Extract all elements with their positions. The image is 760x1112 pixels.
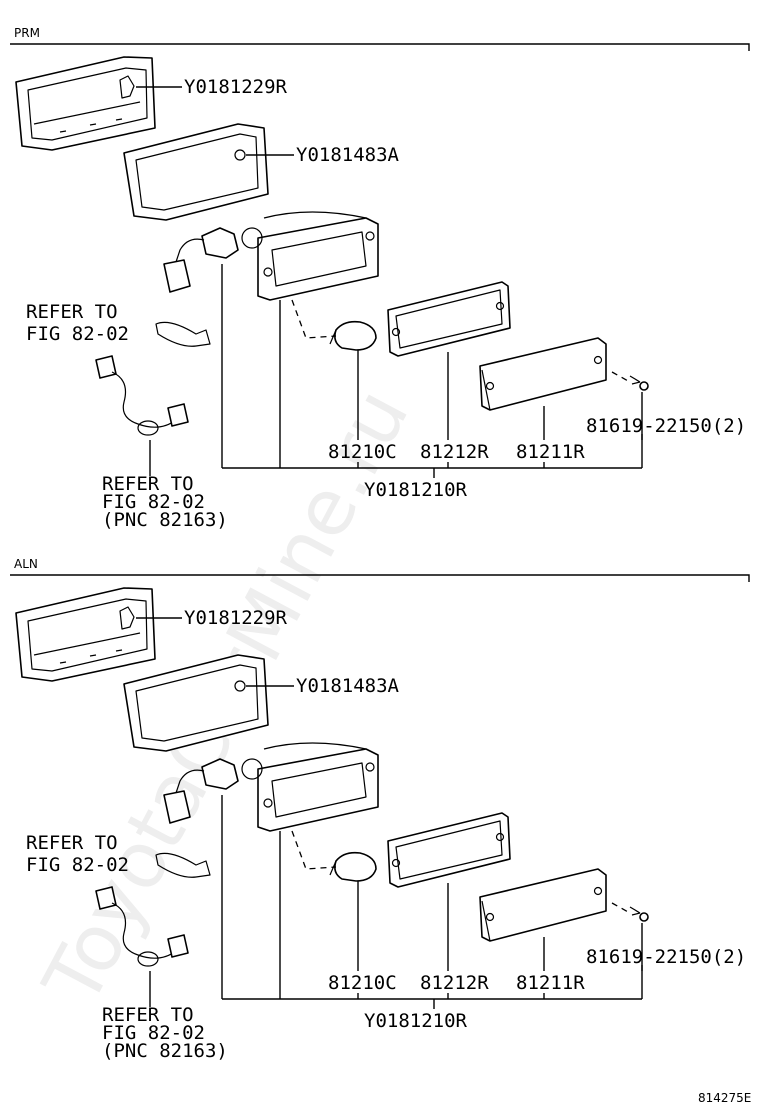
section-prm: PRM Y0181229R Y0181483A (10, 26, 750, 531)
screw-part (611, 371, 649, 391)
refer-1-line-2: FIG 82-02 (26, 323, 129, 345)
bezel-part (123, 123, 269, 221)
refer-1-line-1: REFER TO (26, 832, 118, 854)
figure-code: 814275E (698, 1091, 751, 1105)
refer-2-line-2: FIG 82-02 (102, 491, 205, 513)
top-frame-part (15, 587, 156, 682)
label-bezel: Y0181483A (296, 144, 400, 166)
label-bulb: 81210C (328, 972, 397, 994)
bulb-part (329, 851, 377, 882)
label-screw: 81619-22150(2) (586, 415, 746, 437)
refer-1-line-1: REFER TO (26, 301, 118, 323)
assembly-bracket (221, 264, 643, 478)
section-tag: PRM (14, 26, 40, 40)
wire-harness-part (95, 886, 189, 967)
refer-2-line-2: FIG 82-02 (102, 1022, 205, 1044)
lens-part (479, 337, 607, 411)
top-frame-part (15, 56, 156, 151)
label-lens-gasket: 81212R (420, 441, 489, 463)
lamp-housing-part (257, 742, 379, 832)
section-aln: ALN Y0181229R Y0181483A (10, 557, 750, 1062)
label-bezel: Y0181483A (296, 675, 400, 697)
lens-gasket-part (387, 812, 511, 888)
section-tag: ALN (14, 557, 38, 571)
lens-part (479, 868, 607, 942)
lens-gasket-part (387, 281, 511, 357)
label-lens: 81211R (516, 441, 585, 463)
refer-2-line-1: REFER TO (102, 473, 194, 495)
refer-2-line-3: (PNC 82163) (102, 509, 228, 531)
label-assembly: Y0181210R (364, 1010, 468, 1032)
bulb-dashed-leader (291, 299, 337, 339)
clip-part (155, 852, 211, 878)
label-screw: 81619-22150(2) (586, 946, 746, 968)
label-lens: 81211R (516, 972, 585, 994)
clip-part (155, 321, 211, 347)
section-divider (10, 43, 750, 51)
section-divider (10, 574, 750, 582)
refer-1-line-2: FIG 82-02 (26, 854, 129, 876)
socket-part (163, 227, 263, 293)
bulb-part (329, 320, 377, 351)
socket-part (163, 758, 263, 824)
label-top-frame: Y0181229R (184, 607, 288, 629)
label-top-frame: Y0181229R (184, 76, 288, 98)
wire-harness-part (95, 355, 189, 436)
assembly-bracket (221, 795, 643, 1009)
bulb-dashed-leader (291, 830, 337, 870)
label-bulb: 81210C (328, 441, 397, 463)
refer-2-line-3: (PNC 82163) (102, 1040, 228, 1062)
screw-part (611, 902, 649, 922)
lamp-housing-part (257, 211, 379, 301)
bezel-part (123, 654, 269, 752)
label-assembly: Y0181210R (364, 479, 468, 501)
refer-2-line-1: REFER TO (102, 1004, 194, 1026)
label-lens-gasket: 81212R (420, 972, 489, 994)
